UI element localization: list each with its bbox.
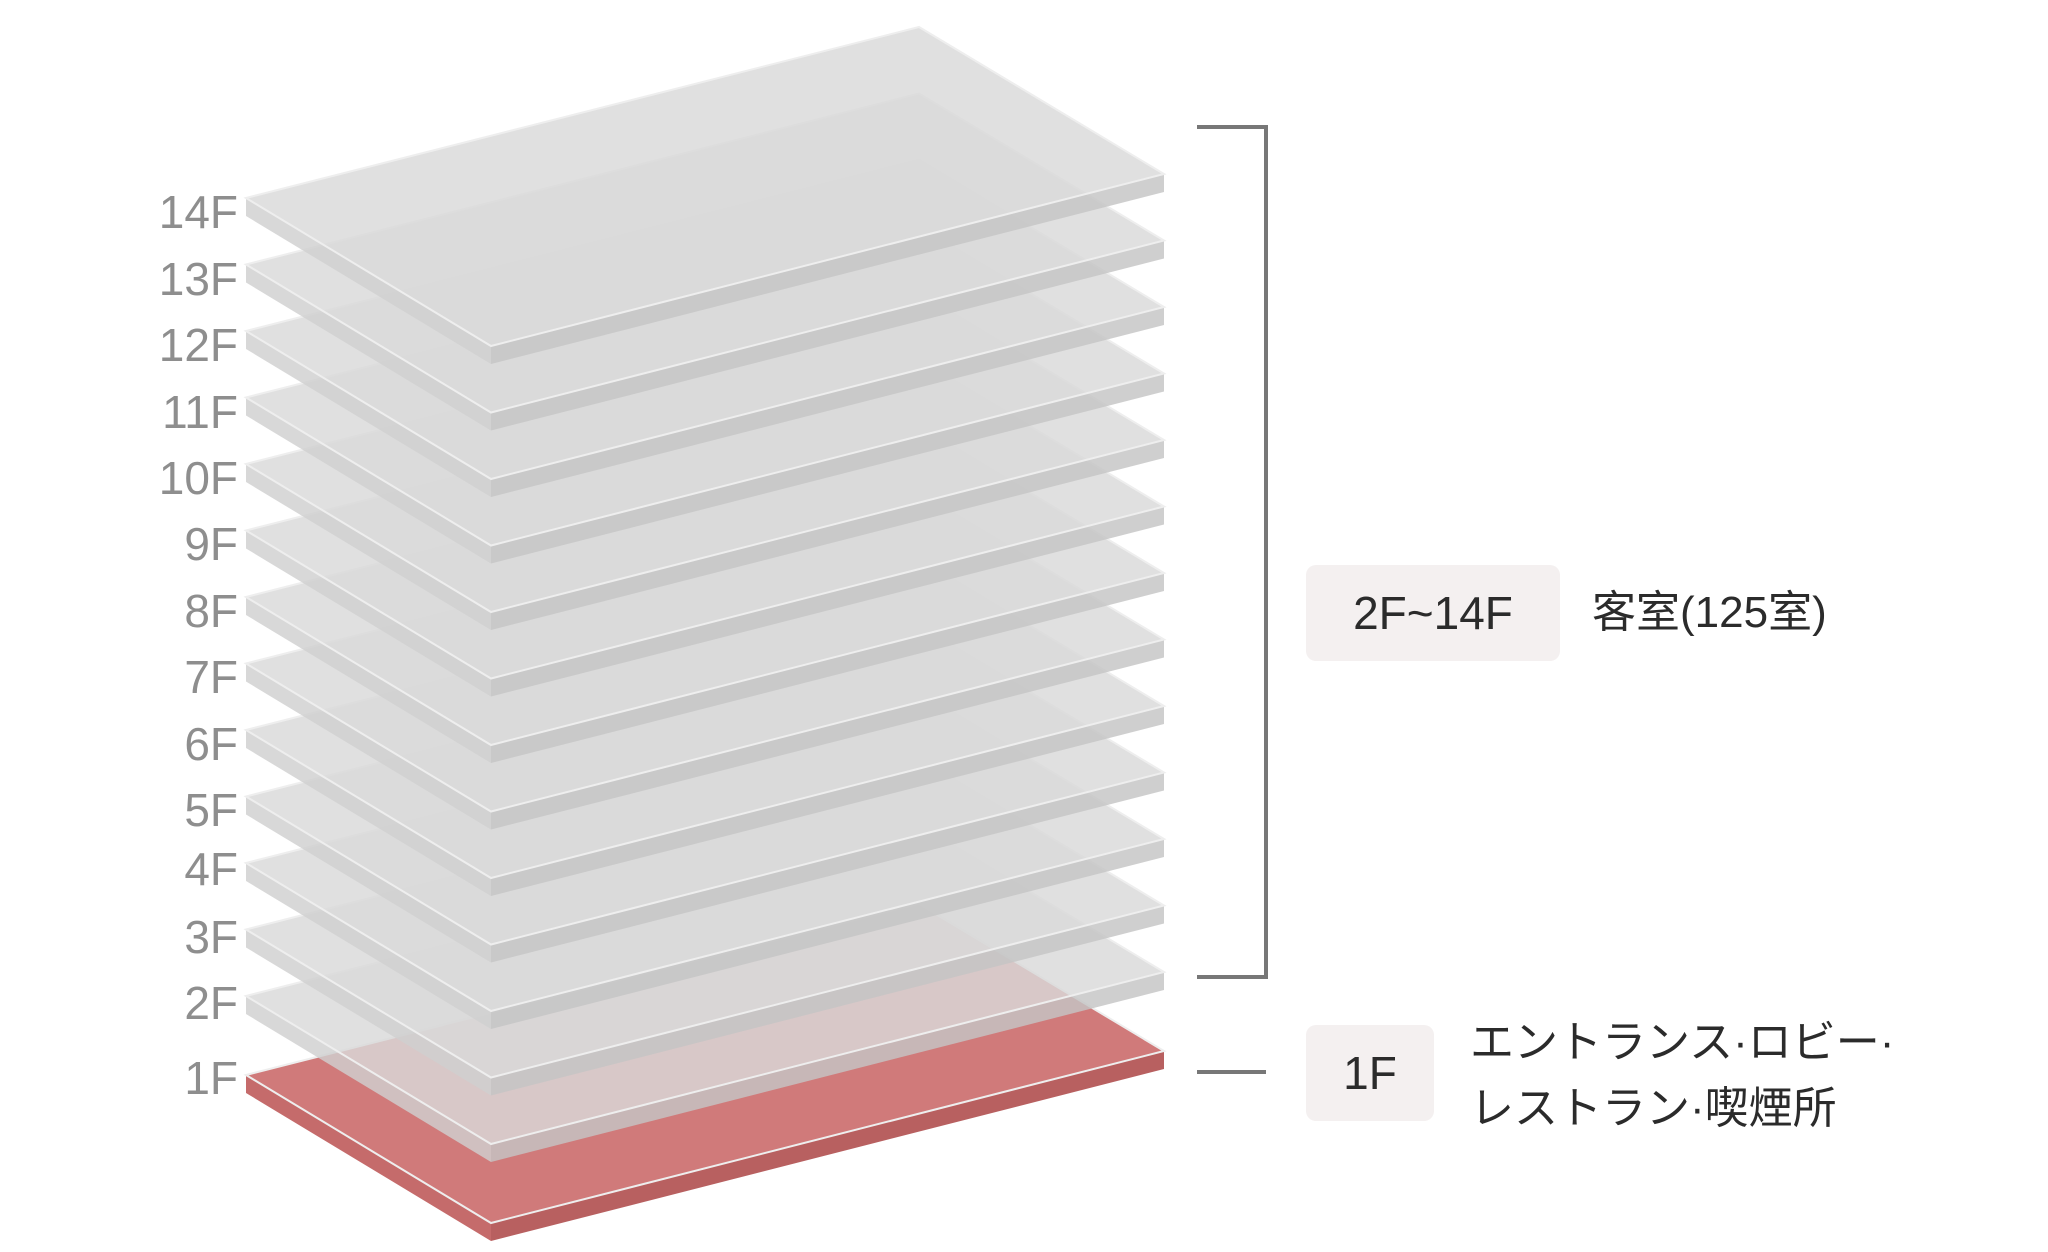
- floor-label-13f: 13F: [158, 253, 238, 305]
- floor-label-12f: 12F: [158, 319, 238, 371]
- floor-label-2f: 2F: [184, 977, 238, 1029]
- floor-label-3f: 3F: [184, 911, 238, 963]
- slab-side-right: [491, 440, 1164, 630]
- floor-label-11f: 11F: [162, 386, 238, 438]
- floor-label-4f: 4F: [184, 843, 238, 895]
- floor-label-1f: 1F: [184, 1052, 238, 1104]
- description-guest-rooms: 客室(125室): [1592, 588, 1827, 637]
- description-ground-line-1: エントランス·ロビー·: [1470, 1018, 1895, 1067]
- slab-side-right: [491, 772, 1164, 963]
- slab-side-front: [246, 198, 491, 364]
- slab-side-front: [246, 530, 491, 697]
- floor-label-10f: 10F: [158, 452, 238, 504]
- slab-side-right: [491, 972, 1164, 1162]
- slab-side-right: [491, 905, 1164, 1096]
- slab-side-front: [246, 397, 491, 564]
- floor-label-5f: 5F: [184, 784, 238, 836]
- floor-label-9f: 9F: [184, 518, 238, 570]
- range-badge-ground: 1F: [1306, 1025, 1434, 1121]
- slab-side-right: [491, 373, 1164, 564]
- floor-label-7f: 7F: [184, 651, 238, 703]
- slab-side-front: [246, 1075, 491, 1241]
- slab-side-right: [491, 639, 1164, 830]
- slab-side-front: [246, 730, 491, 896]
- slab-top: [243, 25, 1167, 348]
- slab-side-right: [491, 706, 1164, 896]
- range-badge-upper: 2F~14F: [1306, 565, 1560, 661]
- slab-side-front: [246, 996, 491, 1162]
- slab-side-right: [491, 240, 1164, 431]
- slab-side-right: [491, 506, 1164, 697]
- floor-label-8f: 8F: [184, 585, 238, 637]
- slab-side-front: [246, 331, 491, 497]
- slab-side-right: [491, 174, 1164, 364]
- floor-label-6f: 6F: [184, 718, 238, 770]
- slab-side-front: [246, 929, 491, 1096]
- floor-slab-14f: [243, 25, 1167, 364]
- slab-side-right: [491, 839, 1164, 1029]
- slab-side-front: [246, 863, 491, 1029]
- slab-side-front: [246, 464, 491, 630]
- slab-side-front: [246, 597, 491, 763]
- description-ground-line-2: レストラン·喫煙所: [1470, 1084, 1837, 1133]
- description-ground-floor: エントランス·ロビー· レストラン·喫煙所: [1470, 1010, 1894, 1142]
- slab-side-front: [246, 796, 491, 963]
- slab-side-front: [246, 663, 491, 830]
- slab-side-front: [246, 264, 491, 431]
- slab-side-right: [491, 307, 1164, 497]
- floor-label-14f: 14F: [158, 186, 238, 238]
- slab-side-right: [491, 573, 1164, 763]
- slab-side-right: [491, 1051, 1164, 1241]
